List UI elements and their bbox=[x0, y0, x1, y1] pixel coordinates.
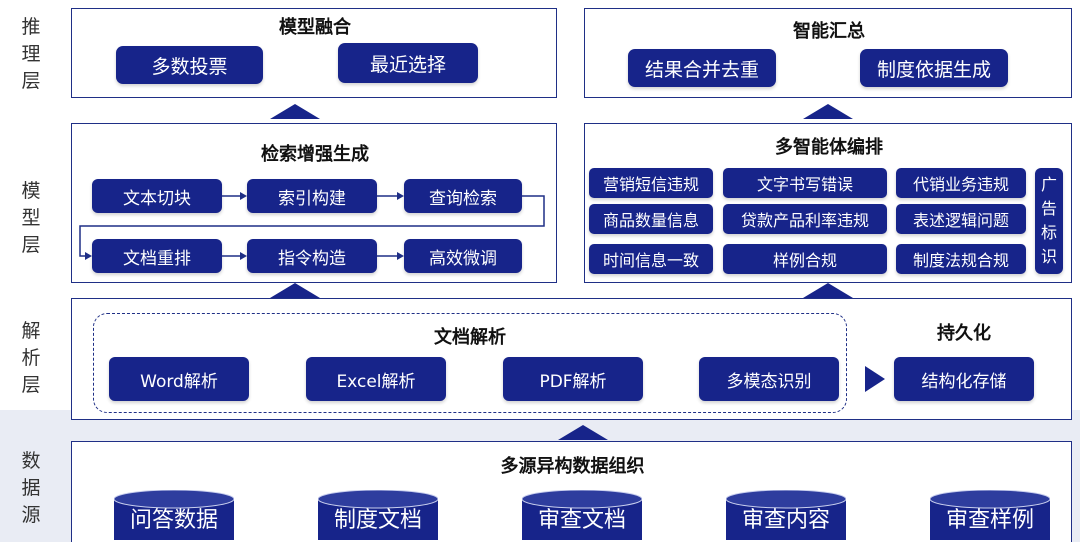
doc-parsing-title: 文档解析 bbox=[434, 327, 506, 348]
query-retrieval-button[interactable]: 查询检索 bbox=[404, 179, 522, 213]
review-doc-cylinder[interactable] bbox=[522, 490, 642, 540]
parsing-panel: 文档解析 Word解析 Excel解析 PDF解析 多模态识别 持久化 结构化存… bbox=[71, 298, 1072, 420]
data-org-title: 多源异构数据组织 bbox=[500, 456, 645, 477]
persistence-title: 持久化 bbox=[937, 323, 991, 344]
doc-rerank-button[interactable]: 文档重排 bbox=[92, 239, 222, 273]
up-arrow-parsing-to-rag bbox=[270, 283, 320, 298]
layer-label-data-source: 数据源 bbox=[21, 450, 41, 526]
layer-label-model: 模型层 bbox=[21, 180, 41, 256]
doc-parsing-group bbox=[93, 313, 847, 413]
word-parse-button[interactable]: Word解析 bbox=[109, 357, 249, 401]
agent-ad-label[interactable]: 广告标识 bbox=[1035, 168, 1063, 274]
review-content-cylinder[interactable] bbox=[726, 490, 846, 540]
layer-label-reasoning: 推理层 bbox=[21, 16, 41, 92]
up-arrow-agents-to-summary bbox=[803, 104, 853, 119]
smart-summary-title: 智能汇总 bbox=[793, 21, 865, 42]
up-arrow-rag-to-fusion bbox=[270, 104, 320, 119]
rag-flow-connectors bbox=[79, 192, 545, 260]
up-arrow-parsing-to-agents bbox=[803, 283, 853, 298]
agent-regulation-compliance[interactable]: 制度法规合规 bbox=[896, 244, 1026, 274]
policy-basis-button[interactable]: 制度依据生成 bbox=[860, 49, 1008, 87]
text-chunking-button[interactable]: 文本切块 bbox=[92, 179, 222, 213]
merge-dedup-button[interactable]: 结果合并去重 bbox=[628, 49, 776, 87]
pdf-parse-button[interactable]: PDF解析 bbox=[503, 357, 643, 401]
agent-time-consistency[interactable]: 时间信息一致 bbox=[589, 244, 713, 274]
policy-doc-cylinder[interactable] bbox=[318, 490, 438, 540]
qa-data-cylinder[interactable] bbox=[114, 490, 234, 540]
model-fusion-panel: 模型融合 多数投票 最近选择 bbox=[71, 8, 557, 98]
review-sample-cylinder[interactable] bbox=[930, 490, 1050, 540]
multi-agent-title: 多智能体编排 bbox=[775, 137, 883, 158]
review-content-label: 审查内容 bbox=[741, 508, 830, 533]
agent-logic-issue[interactable]: 表述逻辑问题 bbox=[896, 204, 1026, 234]
smart-summary-panel: 智能汇总 结果合并去重 制度依据生成 bbox=[584, 8, 1072, 98]
majority-vote-button[interactable]: 多数投票 bbox=[116, 46, 263, 84]
agent-product-quantity[interactable]: 商品数量信息 bbox=[589, 204, 713, 234]
index-build-button[interactable]: 索引构建 bbox=[247, 179, 377, 213]
rag-panel: 检索增强生成 文本切块 索引构建 查询检索 文档重排 指令构造 高效微调 bbox=[71, 123, 557, 283]
structured-storage-button[interactable]: 结构化存储 bbox=[894, 357, 1034, 401]
model-fusion-title: 模型融合 bbox=[279, 17, 351, 38]
agent-loan-rate[interactable]: 贷款产品利率违规 bbox=[723, 204, 887, 234]
review-doc-label: 审查文档 bbox=[537, 508, 626, 533]
agent-sample-compliance[interactable]: 样例合规 bbox=[723, 244, 887, 274]
nearest-choice-button[interactable]: 最近选择 bbox=[338, 43, 478, 83]
agent-typo[interactable]: 文字书写错误 bbox=[723, 168, 887, 198]
up-arrow-data-to-parsing bbox=[558, 425, 608, 440]
policy-doc-label: 制度文档 bbox=[333, 508, 422, 533]
layer-label-parsing: 解析层 bbox=[21, 320, 41, 396]
multimodal-recognition-button[interactable]: 多模态识别 bbox=[699, 357, 839, 401]
agent-agency-business[interactable]: 代销业务违规 bbox=[896, 168, 1026, 198]
rag-title: 检索增强生成 bbox=[261, 144, 369, 165]
qa-data-label: 问答数据 bbox=[129, 508, 218, 533]
multi-agent-panel: 多智能体编排 营销短信违规 文字书写错误 代销业务违规 商品数量信息 贷款产品利… bbox=[584, 123, 1072, 283]
review-sample-label: 审查样例 bbox=[945, 508, 1034, 533]
excel-parse-button[interactable]: Excel解析 bbox=[306, 357, 446, 401]
agent-marketing-sms[interactable]: 营销短信违规 bbox=[589, 168, 713, 198]
prompt-construct-button[interactable]: 指令构造 bbox=[247, 239, 377, 273]
persist-arrow-icon bbox=[865, 366, 885, 392]
efficient-finetune-button[interactable]: 高效微调 bbox=[404, 239, 522, 273]
